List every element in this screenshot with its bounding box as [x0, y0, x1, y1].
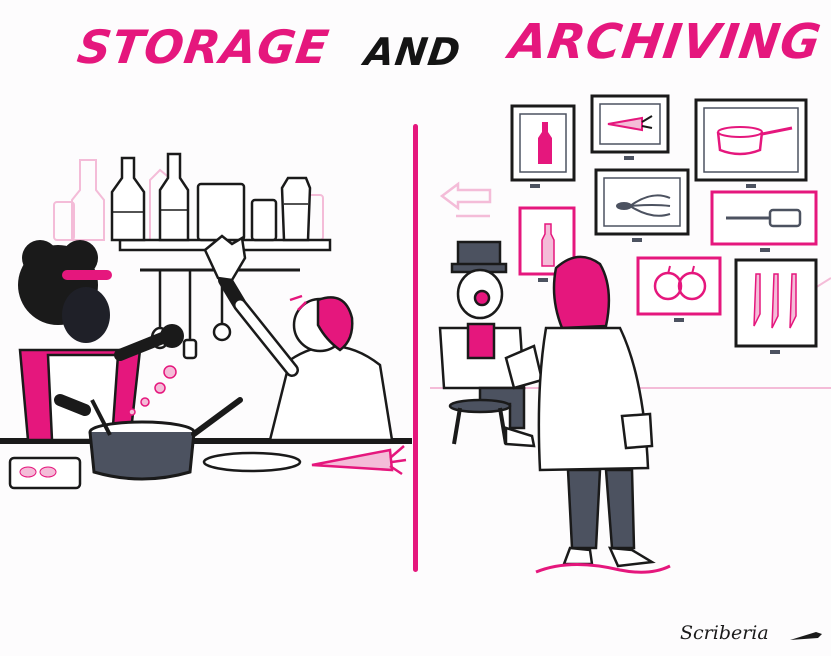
title-archiving: ARCHIVING	[506, 14, 825, 70]
guard-figure-icon	[438, 240, 544, 448]
hanging-utensils-icon	[150, 270, 232, 360]
framed-saucepan-icon	[694, 98, 808, 188]
floor-mark	[535, 563, 671, 574]
cutting-board-icon	[8, 456, 82, 490]
framed-bottle-icon	[510, 104, 576, 188]
storage-scene	[0, 140, 412, 510]
gallery-drawing	[430, 94, 831, 574]
framed-whisk-icon	[594, 168, 690, 242]
visitor-figure-icon	[537, 255, 656, 568]
center-divider	[413, 124, 418, 572]
chef-figure-icon	[203, 234, 394, 442]
title-storage: STORAGE	[74, 20, 333, 74]
pen-icon	[790, 632, 822, 640]
plate-icon	[202, 451, 302, 473]
carrot-icon	[311, 445, 407, 476]
exit-arrow-icon	[439, 181, 492, 218]
framed-carrot-icon	[590, 94, 670, 160]
bottle-icon	[110, 152, 312, 242]
framed-knives-icon	[734, 258, 818, 354]
framed-spatula-icon	[710, 190, 818, 252]
artist-signature: Scriberia	[680, 622, 769, 644]
counter-top	[0, 438, 412, 444]
framed-apples-icon	[636, 256, 722, 322]
archiving-scene	[420, 88, 831, 588]
cook-figure-icon	[18, 240, 184, 442]
kitchen-drawing	[0, 152, 412, 490]
title-banner: STORAGE AND ARCHIVING	[0, 8, 831, 88]
cooking-pot-icon	[88, 397, 243, 481]
title-and: AND	[361, 30, 464, 74]
